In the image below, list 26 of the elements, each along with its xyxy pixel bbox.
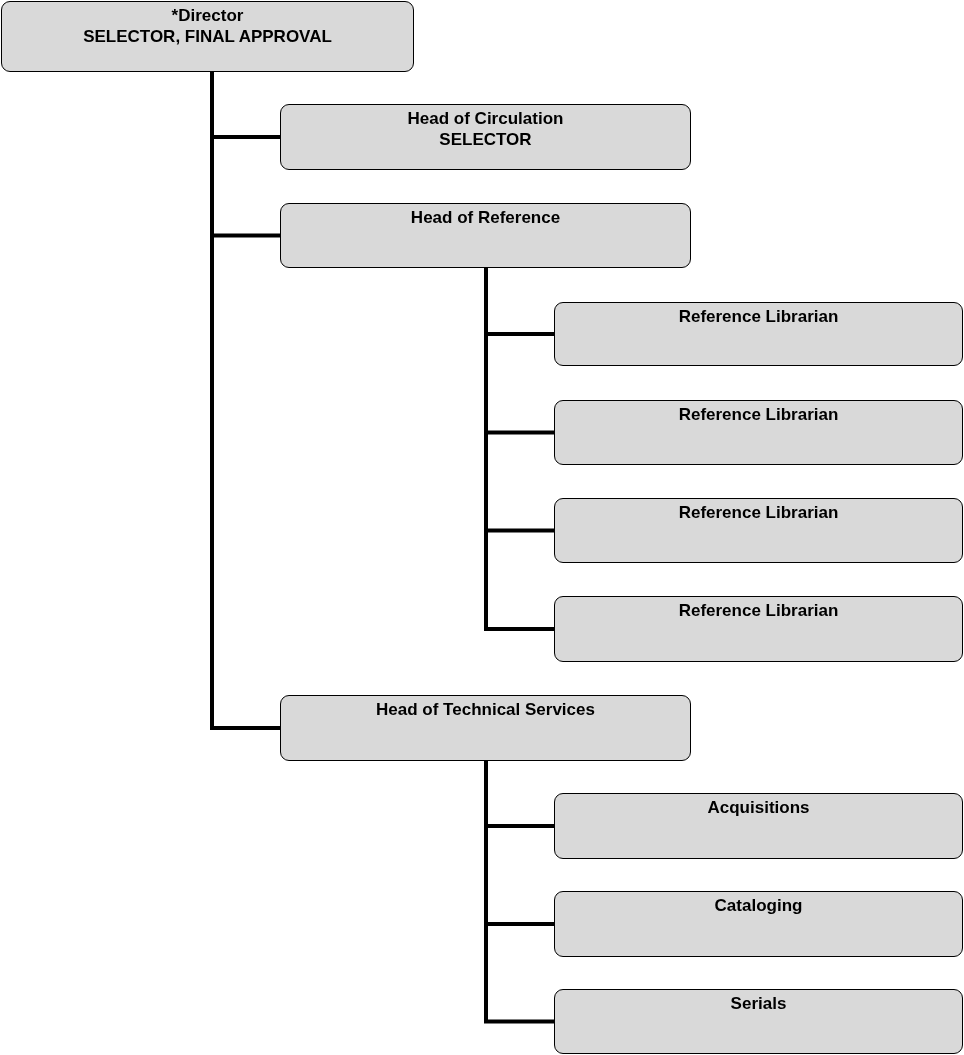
org-box [554, 891, 963, 957]
position-title: Reference Librarian [677, 600, 840, 621]
org-box [1, 1, 414, 72]
position-title: Serials [729, 993, 788, 1014]
position-title: Head of Circulation [406, 108, 565, 129]
position-title: Head of Reference [409, 207, 562, 228]
role-note: SELECTOR, FINAL APPROVAL [82, 26, 333, 47]
position-title: Reference Librarian [677, 404, 840, 425]
position-title: Acquisitions [706, 797, 811, 818]
org-box [554, 400, 963, 465]
position-title: Reference Librarian [677, 306, 840, 327]
connector-line [484, 268, 554, 631]
org-box [554, 302, 963, 366]
org-box [554, 793, 963, 859]
position-title: Head of Technical Services [375, 699, 596, 720]
org-box [280, 104, 691, 170]
connector-line [484, 761, 554, 1024]
position-title: Reference Librarian [677, 502, 840, 523]
org-box [554, 596, 963, 662]
position-title: *Director [170, 5, 245, 26]
org-box [280, 695, 691, 761]
org-box [280, 203, 691, 268]
org-box [554, 498, 963, 563]
role-note: SELECTOR [438, 129, 533, 150]
org-box [554, 989, 963, 1054]
position-title: Cataloging [713, 895, 804, 916]
